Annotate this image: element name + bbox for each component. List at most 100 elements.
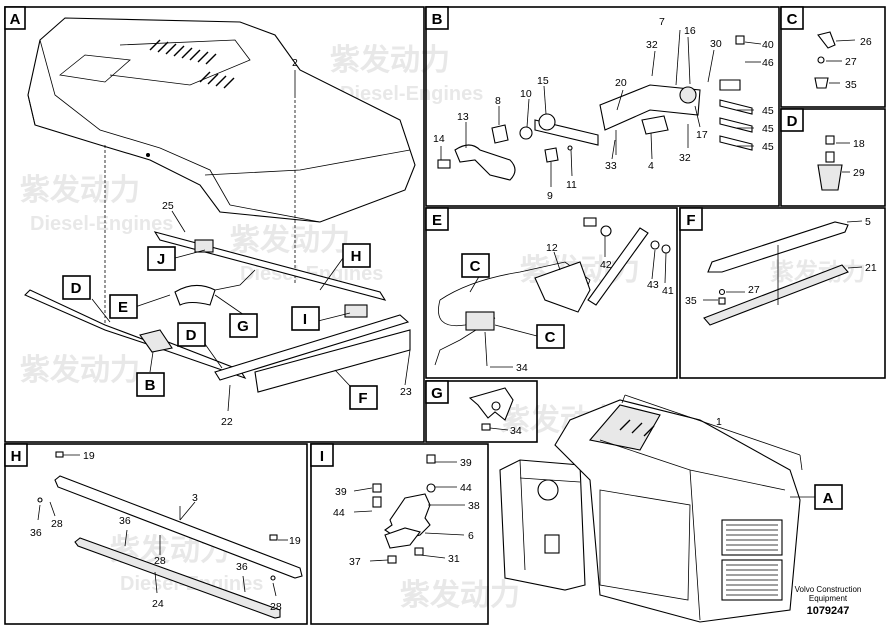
panel-d: D 18 29 <box>780 108 886 207</box>
part-number: 44 <box>333 507 345 519</box>
publisher-credit: Volvo Construction <box>795 585 862 594</box>
harness-drawing <box>434 217 671 366</box>
panel-tag-c: C <box>780 6 804 30</box>
part-number: 26 <box>860 36 872 48</box>
part-number: 1 <box>716 416 722 428</box>
part-number: 19 <box>289 535 301 547</box>
document-number: 1079247 <box>807 605 850 617</box>
callout-f: F <box>349 385 378 410</box>
callout-c: C <box>461 253 490 278</box>
part-number: 35 <box>685 295 697 307</box>
callout-j: J <box>147 246 176 271</box>
watermark-en: Diesel-Engines <box>30 213 173 235</box>
part-number: 38 <box>468 500 480 512</box>
part-number: 43 <box>647 279 659 291</box>
part-number: 36 <box>30 527 42 539</box>
part-number: 33 <box>605 160 617 172</box>
part-number: 18 <box>853 138 865 150</box>
svg-text:G: G <box>237 318 249 335</box>
callout-a: A <box>814 484 843 510</box>
svg-text:E: E <box>432 212 442 229</box>
panel-tag-d: D <box>780 108 804 132</box>
callout-i: I <box>291 306 320 331</box>
part-number: 45 <box>762 123 774 135</box>
part-number: 39 <box>460 457 472 469</box>
part-number: 31 <box>448 553 460 565</box>
svg-text:C: C <box>545 329 556 346</box>
svg-text:D: D <box>71 280 82 297</box>
part-number: 37 <box>349 556 361 568</box>
watermark-cn: 紫发动力 <box>230 224 350 257</box>
hood-rails-drawing <box>24 231 411 393</box>
part-number: 12 <box>546 242 558 254</box>
watermark-cn: 紫发动力 <box>330 44 450 77</box>
part-number: 40 <box>762 39 774 51</box>
part-number: 21 <box>865 262 877 274</box>
svg-text:J: J <box>157 251 165 268</box>
watermark-layer: 紫发动力 Diesel-Engines 紫发动力 Diesel-Engines … <box>20 44 866 612</box>
svg-text:F: F <box>358 390 367 407</box>
panel-b: B <box>425 6 780 207</box>
publisher-credit: Equipment <box>809 594 848 603</box>
svg-text:D: D <box>186 327 197 344</box>
svg-text:I: I <box>320 448 324 465</box>
panel-e: E 12 42 43 41 34 C C <box>425 207 678 379</box>
svg-text:B: B <box>145 377 156 394</box>
part-number: 13 <box>457 111 469 123</box>
part-number: 30 <box>710 38 722 50</box>
panel-a: A <box>4 6 425 443</box>
machine-overview-drawing <box>499 399 801 623</box>
svg-text:I: I <box>303 311 307 328</box>
part-number: 35 <box>845 79 857 91</box>
panel-b-leaders <box>440 36 762 187</box>
part-number: 24 <box>152 598 164 610</box>
panel-g: G 34 <box>425 380 538 443</box>
svg-text:F: F <box>686 212 695 229</box>
part-number: 32 <box>646 39 658 51</box>
part-number: 42 <box>600 259 612 271</box>
callout-g: G <box>229 313 258 338</box>
watermark-cn: 紫发动力 <box>20 174 140 207</box>
part-number: 29 <box>853 167 865 179</box>
part-number: 11 <box>566 179 577 191</box>
part-number: 23 <box>400 386 412 398</box>
svg-text:H: H <box>351 248 362 265</box>
engine-hood-drawing <box>27 17 416 325</box>
part-number: 34 <box>510 425 522 437</box>
part-number: 36 <box>236 561 248 573</box>
part-number: 44 <box>460 482 472 494</box>
part-number: 14 <box>433 133 445 145</box>
callout-d: D <box>177 322 206 347</box>
panel-tag-h: H <box>4 443 28 467</box>
callout-h: H <box>342 243 371 268</box>
watermark-en: Diesel-Engines <box>340 83 483 105</box>
part-number: 7 <box>659 16 665 28</box>
panel-h: H 19 19 3 36 28 36 28 24 36 28 <box>4 443 308 625</box>
part-number: 3 <box>192 492 198 504</box>
part-number: 41 <box>662 285 674 297</box>
part-number: 28 <box>51 518 63 530</box>
watermark-cn: 紫发动力 <box>400 579 520 612</box>
svg-text:C: C <box>787 11 798 28</box>
part-number: 27 <box>748 284 760 296</box>
svg-text:A: A <box>10 11 21 28</box>
part-number: 28 <box>270 601 282 613</box>
svg-text:B: B <box>432 11 443 28</box>
panel-a-leaders <box>91 70 411 412</box>
callout-e: E <box>109 294 138 319</box>
part-number: 36 <box>119 515 131 527</box>
part-number: 16 <box>684 25 696 37</box>
part-number: 25 <box>162 200 174 212</box>
part-number: 39 <box>335 486 347 498</box>
svg-text:C: C <box>470 258 481 275</box>
watermark-cn: 紫发动力 <box>20 354 140 387</box>
svg-text:D: D <box>787 113 798 130</box>
part-number: 28 <box>154 555 166 567</box>
part-number: 10 <box>520 88 532 100</box>
panel-tag-g: G <box>425 380 449 404</box>
panel-tag-a: A <box>4 6 26 30</box>
part-number: 17 <box>696 129 708 141</box>
callout-d: D <box>62 275 91 300</box>
panel-tag-e: E <box>425 207 449 231</box>
